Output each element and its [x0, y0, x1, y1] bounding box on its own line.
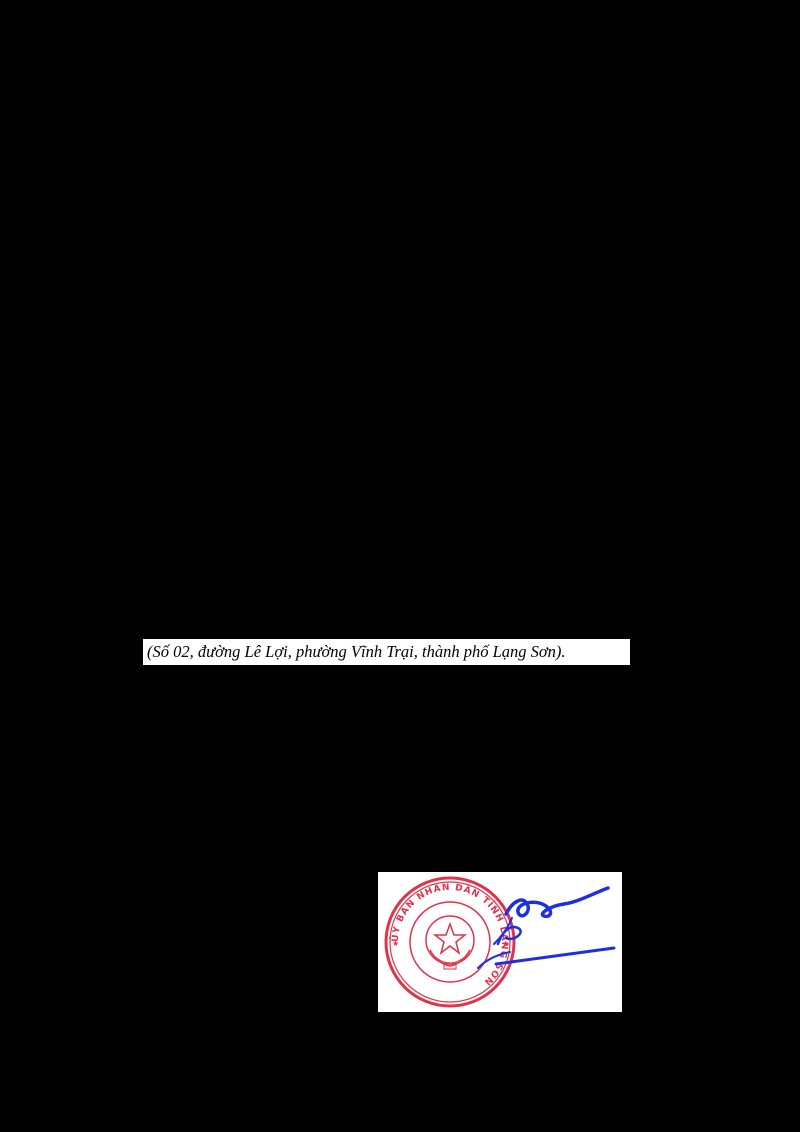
svg-text:★: ★ — [502, 939, 509, 948]
address-strip: ▔ ▔▔ ▔▔▔ ▔▔ ▔ ▔▔▔▔ ▔▔ ▔▔▔ ▔▔▔▔▔ ▔▔ ▔▔▔ ▔… — [143, 639, 630, 665]
address-line: (Số 02, đường Lê Lợi, phường Vĩnh Trại, … — [147, 642, 566, 661]
svg-text:★: ★ — [392, 939, 399, 948]
seal-svg: ỦY BAN NHÂN DÂN TỈNH LẠNG SƠN ★ ★ — [384, 876, 616, 1008]
seal-and-signature: ỦY BAN NHÂN DÂN TỈNH LẠNG SƠN ★ ★ — [378, 872, 622, 1012]
national-emblem-icon — [425, 915, 475, 970]
handwritten-signature — [477, 886, 616, 969]
